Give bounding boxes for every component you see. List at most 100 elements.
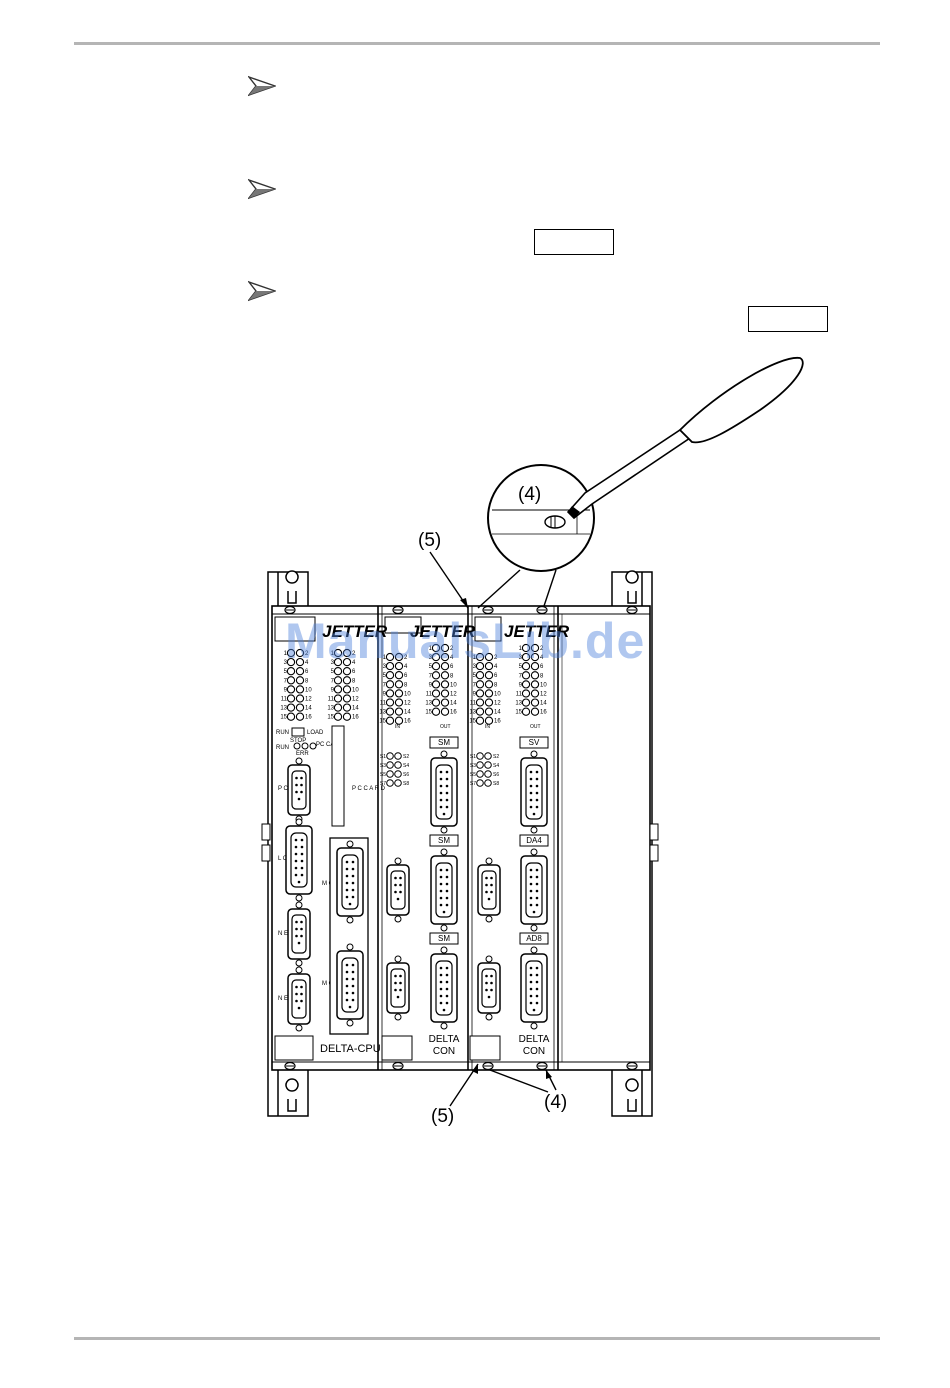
- con1-in-num: 2: [404, 655, 408, 661]
- cpu-in-num: 4: [305, 660, 309, 666]
- con1-out-num: 9: [429, 682, 433, 688]
- cpu-in-num: 8: [305, 678, 309, 684]
- cpu-out-num: 2: [352, 651, 356, 657]
- cpu-in-num: 11: [281, 697, 288, 703]
- con1-in-num: 16: [404, 719, 411, 725]
- con1-in-led: [394, 689, 404, 698]
- con2-in-led: [475, 689, 485, 698]
- con2-out-num: 12: [540, 692, 547, 698]
- cpu-in-num: 10: [305, 687, 312, 693]
- s-label: S4: [493, 763, 499, 769]
- con1-in-led: [385, 671, 395, 680]
- con1-label-2: SM: [438, 836, 450, 845]
- s-led: [484, 752, 492, 760]
- cpu-out-num: 1: [331, 651, 335, 657]
- con1-in-num: 4: [404, 664, 408, 670]
- s-led: [484, 770, 492, 778]
- con2-out-led: [530, 707, 540, 716]
- cpu-err-label: ERR: [296, 751, 309, 757]
- s-led: [386, 761, 394, 769]
- out-label: OUT: [440, 724, 451, 730]
- cpu-out-num: 10: [352, 687, 359, 693]
- s-label: S2: [403, 754, 409, 760]
- con1-in-num: 6: [404, 673, 408, 679]
- con1-out-led: [440, 652, 450, 662]
- con2-in-led: [484, 671, 494, 680]
- con2-in-led: [475, 707, 485, 716]
- con1-out-led: [431, 689, 441, 698]
- con2-out-num: 1: [519, 646, 523, 652]
- cpu-out-num: 16: [352, 715, 359, 721]
- s-led: [394, 770, 402, 778]
- con2-in-num: 1: [473, 655, 477, 661]
- con1-out-num: 6: [450, 664, 454, 670]
- con2-in-num: 11: [470, 701, 477, 707]
- callout-5-bottom: (5): [431, 1106, 455, 1127]
- callout-4-top: (4): [518, 484, 542, 505]
- con2-out-led: [521, 707, 531, 716]
- cpu-out-led: [333, 657, 343, 667]
- s-led: [476, 752, 484, 760]
- bullet-arrow-icon: [248, 280, 276, 302]
- con1-in-num: 1: [383, 655, 387, 661]
- con2-out-led: [521, 698, 531, 707]
- cpu-out-led: [342, 657, 352, 667]
- cpu-in-led: [286, 667, 296, 676]
- cpu-out-led: [342, 712, 352, 721]
- con1-in-led: [394, 652, 404, 662]
- con1-out-led: [431, 707, 441, 716]
- cpu-pccard-led-label: PC CARD: [316, 742, 344, 748]
- con2-out-num: 2: [540, 646, 544, 652]
- con2-out-num: 15: [515, 710, 522, 716]
- s-label: S6: [493, 772, 499, 778]
- con2-label-da4: DA4: [526, 836, 542, 845]
- con1-in-num: 3: [383, 664, 387, 670]
- cpu-out-led: [333, 676, 343, 685]
- footer-rule: [74, 1337, 880, 1340]
- bullet-arrow-icon: [248, 178, 276, 200]
- s-label: S3: [470, 763, 476, 769]
- con2-out-num: 8: [540, 673, 544, 679]
- con1-in-led: [394, 661, 404, 671]
- con1-out-num: 11: [426, 692, 433, 698]
- con1-out-led: [440, 662, 450, 671]
- con2-out-num: 5: [519, 664, 523, 670]
- con2-in-num: 3: [473, 664, 477, 670]
- con1-out-num: 1: [429, 646, 433, 652]
- cpu-out-num: 14: [352, 706, 359, 712]
- cpu-in-num: 5: [284, 669, 288, 675]
- con2-out-num: 11: [516, 692, 523, 698]
- s-label: S1: [470, 754, 476, 760]
- key-box: [748, 306, 828, 332]
- con2-out-led: [530, 643, 540, 653]
- con2-in-num: 8: [494, 682, 498, 688]
- con1-out-num: 13: [425, 701, 432, 707]
- con1-in-led: [385, 661, 395, 671]
- con1-label-1: SM: [438, 738, 450, 747]
- cpu-in-led: [295, 648, 305, 658]
- con2-out-led: [521, 662, 531, 671]
- con2-in-num: 10: [494, 691, 501, 697]
- con-module-name: CON: [433, 1046, 455, 1057]
- cpu-pccard-label: P C C A R D: [352, 786, 386, 792]
- con1-in-num: 15: [379, 719, 386, 725]
- con2-in-led: [475, 671, 485, 680]
- con1-out-num: 5: [429, 664, 433, 670]
- in-label: IN: [485, 724, 490, 730]
- con2-out-led: [530, 689, 540, 698]
- con1-in-led: [394, 707, 404, 716]
- cpu-out-num: 4: [352, 660, 356, 666]
- con2-in-num: 12: [494, 701, 501, 707]
- con2-in-led: [475, 661, 485, 671]
- in-label: IN: [395, 724, 400, 730]
- con2-in-led: [475, 716, 485, 725]
- con1-out-num: 3: [429, 655, 433, 661]
- con1-out-num: 14: [450, 701, 457, 707]
- con1-out-led: [440, 643, 450, 653]
- cpu-in-led: [286, 712, 296, 721]
- con1-in-led: [385, 707, 395, 716]
- cpu-out-num: 6: [352, 669, 356, 675]
- cpu-stop-label: STOP: [290, 738, 306, 744]
- cpu-out-led: [333, 712, 343, 721]
- cpu-in-num: 1: [284, 651, 288, 657]
